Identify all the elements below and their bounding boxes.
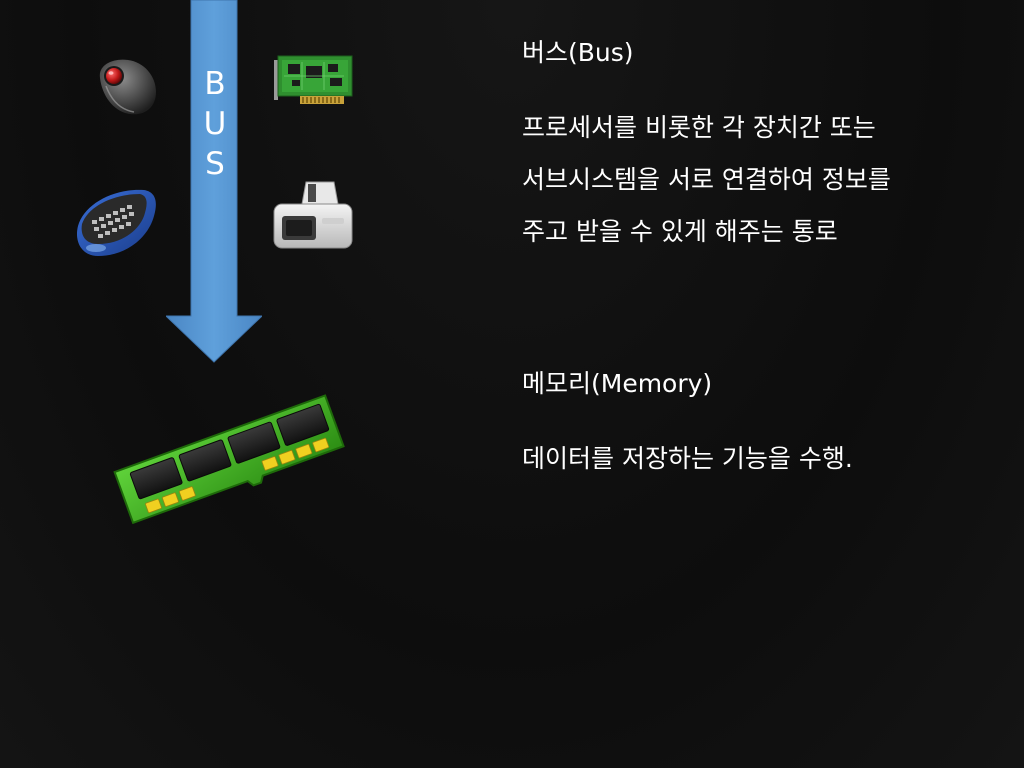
expansion-card-icon [274, 55, 353, 104]
bus-letter-s: S [205, 146, 225, 182]
keyboard-icon [76, 189, 156, 256]
bus-letter-b: B [204, 66, 226, 102]
bus-heading: 버스(Bus) [522, 38, 634, 67]
printer-icon [273, 181, 353, 249]
bus-line-3: 주고 받을 수 있게 해주는 통로 [522, 217, 838, 246]
memory-description: 메모리(Memory) 데이터를 저장하는 기능을 수행. [522, 369, 853, 485]
memory-heading: 메모리(Memory) [522, 369, 713, 398]
bus-label: B U S [192, 64, 238, 184]
bus-description: 버스(Bus) 프로세서를 비롯한 각 장치간 또는 서브시스템을 서로 연결하… [522, 38, 891, 258]
bus-arrow [166, 0, 262, 363]
bus-line-2: 서브시스템을 서로 연결하여 정보를 [522, 165, 891, 194]
trackball-mouse-icon [99, 59, 156, 115]
bus-letter-u: U [203, 106, 227, 142]
memory-body: 데이터를 저장하는 기능을 수행. [522, 433, 853, 485]
bus-line-1: 프로세서를 비롯한 각 장치간 또는 [522, 113, 876, 142]
memory-module-icon [113, 394, 345, 525]
memory-line-1: 데이터를 저장하는 기능을 수행. [522, 444, 853, 473]
bus-body: 프로세서를 비롯한 각 장치간 또는 서브시스템을 서로 연결하여 정보를 주고… [522, 102, 891, 258]
